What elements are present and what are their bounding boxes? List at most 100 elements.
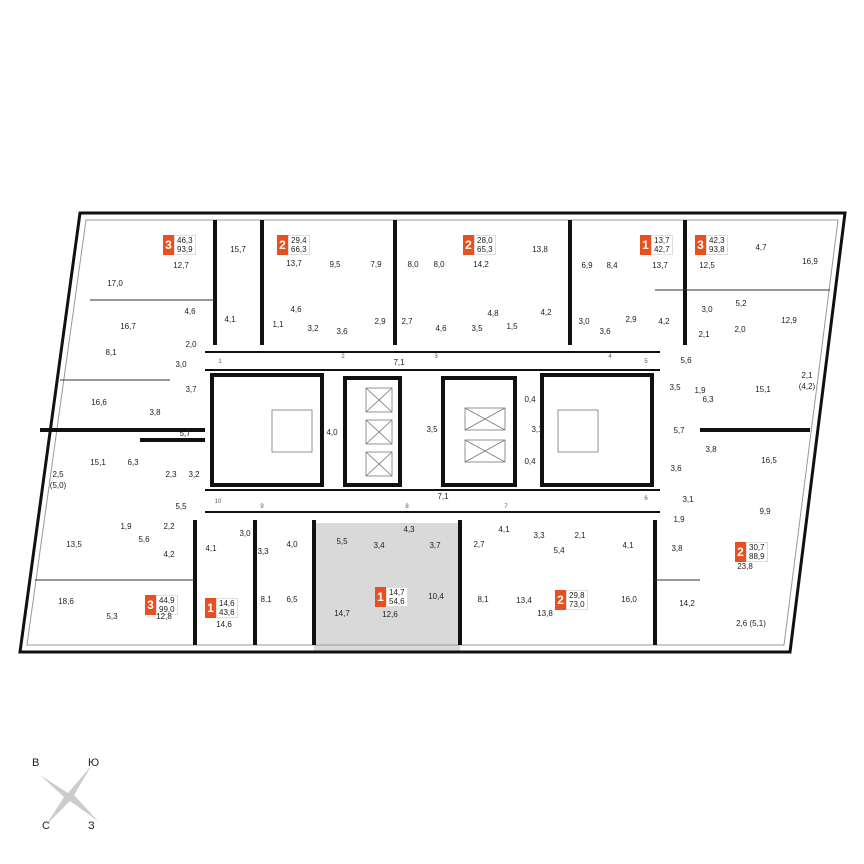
total-area: 73,0 (569, 600, 585, 609)
room-area-label: 3,7 (185, 385, 197, 394)
room-area-label: 2,9 (374, 317, 386, 326)
room-area-label: 8,0 (407, 260, 419, 269)
room-area-label: 13,7 (286, 259, 302, 268)
room-count: 3 (695, 235, 706, 255)
room-area-label: 13,4 (516, 596, 532, 605)
room-area-label: 2,7 (473, 540, 485, 549)
room-area-label: 7,9 (370, 260, 382, 269)
total-area: 93,8 (709, 245, 725, 254)
room-area-label: 15,1 (755, 385, 771, 394)
room-area-label: 4,2 (658, 317, 670, 326)
room-count: 2 (735, 542, 746, 562)
room-area-label: 2,3 (165, 470, 177, 479)
room-area-label: 6,5 (286, 595, 298, 604)
room-area-label: 1,1 (272, 320, 284, 329)
apartment-door-number: 4 (608, 354, 612, 360)
room-area-label: 3,8 (671, 544, 683, 553)
room-area-label: 23,8 (737, 562, 753, 571)
room-area-label: 16,6 (91, 398, 107, 407)
apartment-door-number: 2 (341, 354, 345, 360)
apartment-door-number: 3 (434, 354, 438, 360)
room-area-label: 8,0 (433, 260, 445, 269)
room-area-label: 3,0 (578, 317, 590, 326)
room-count: 2 (555, 590, 566, 610)
apartment-door-number: 5 (644, 359, 648, 365)
room-area-label: 7,1 (437, 492, 449, 501)
room-count: 1 (375, 587, 386, 607)
room-area-label: 6,3 (127, 458, 139, 467)
room-area-label: 3,4 (373, 541, 385, 550)
room-area-label: 3,0 (175, 360, 187, 369)
room-area-label: 9,9 (759, 507, 771, 516)
room-area-label: 5,3 (106, 612, 118, 621)
room-area-label: 2,6 (5,1) (736, 619, 766, 628)
room-area-label: 4,0 (286, 540, 298, 549)
room-area-label: 4,0 (326, 428, 338, 437)
room-area-label: 5,5 (175, 502, 187, 511)
room-area-label: 4,1 (622, 541, 634, 550)
room-area-label: 2,2 (163, 522, 175, 531)
room-area-label: 4,2 (163, 550, 175, 559)
room-area-label: 8,1 (260, 595, 272, 604)
room-area-label: 13,7 (652, 261, 668, 270)
total-area: 93,9 (177, 245, 193, 254)
room-area-label: 3,6 (599, 327, 611, 336)
compass-south: Ю (88, 757, 100, 769)
room-area-label: 5,6 (680, 356, 692, 365)
room-area-label: 13,5 (66, 540, 82, 549)
room-area-label: 2,0 (734, 325, 746, 334)
compass-star-icon (40, 765, 98, 825)
room-area-label: 14,6 (216, 620, 232, 629)
living-area: 29,8 (569, 591, 585, 600)
room-area-label: 2,7 (401, 317, 413, 326)
total-area: 65,3 (477, 245, 493, 254)
living-area: 42,3 (709, 236, 725, 245)
apartment-door-number: 9 (260, 504, 264, 510)
room-area-label: 3,0 (239, 529, 251, 538)
total-area: 88,9 (749, 552, 765, 561)
room-area-label: 1,5 (506, 322, 518, 331)
living-area: 13,7 (654, 236, 670, 245)
living-area: 30,7 (749, 543, 765, 552)
room-area-label: 4,1 (224, 315, 236, 324)
room-area-label: 5,4 (553, 546, 565, 555)
room-area-label: 3,6 (670, 464, 682, 473)
room-area-label: 1,9 (120, 522, 132, 531)
room-area-label: 12,5 (699, 261, 715, 270)
room-area-label: (5,0) (49, 481, 67, 490)
room-count: 3 (163, 235, 174, 255)
room-area-label: 4,8 (487, 309, 499, 318)
room-area-label: 1,9 (694, 386, 706, 395)
room-count: 2 (463, 235, 474, 255)
room-area-label: 13,8 (537, 609, 553, 618)
room-area-label: 4,6 (290, 305, 302, 314)
room-area-label: 4,3 (403, 525, 415, 534)
room-area-label: 2,1 (574, 531, 586, 540)
room-area-label: 8,1 (477, 595, 489, 604)
room-area-label: 2,0 (185, 340, 197, 349)
room-area-label: 15,7 (230, 245, 246, 254)
compass: В Ю С З (30, 755, 120, 835)
room-area-label: 2,1 (801, 371, 813, 380)
room-area-label: 3,5 (669, 383, 681, 392)
room-area-label: 14,2 (679, 599, 695, 608)
living-area: 14,6 (219, 599, 235, 608)
